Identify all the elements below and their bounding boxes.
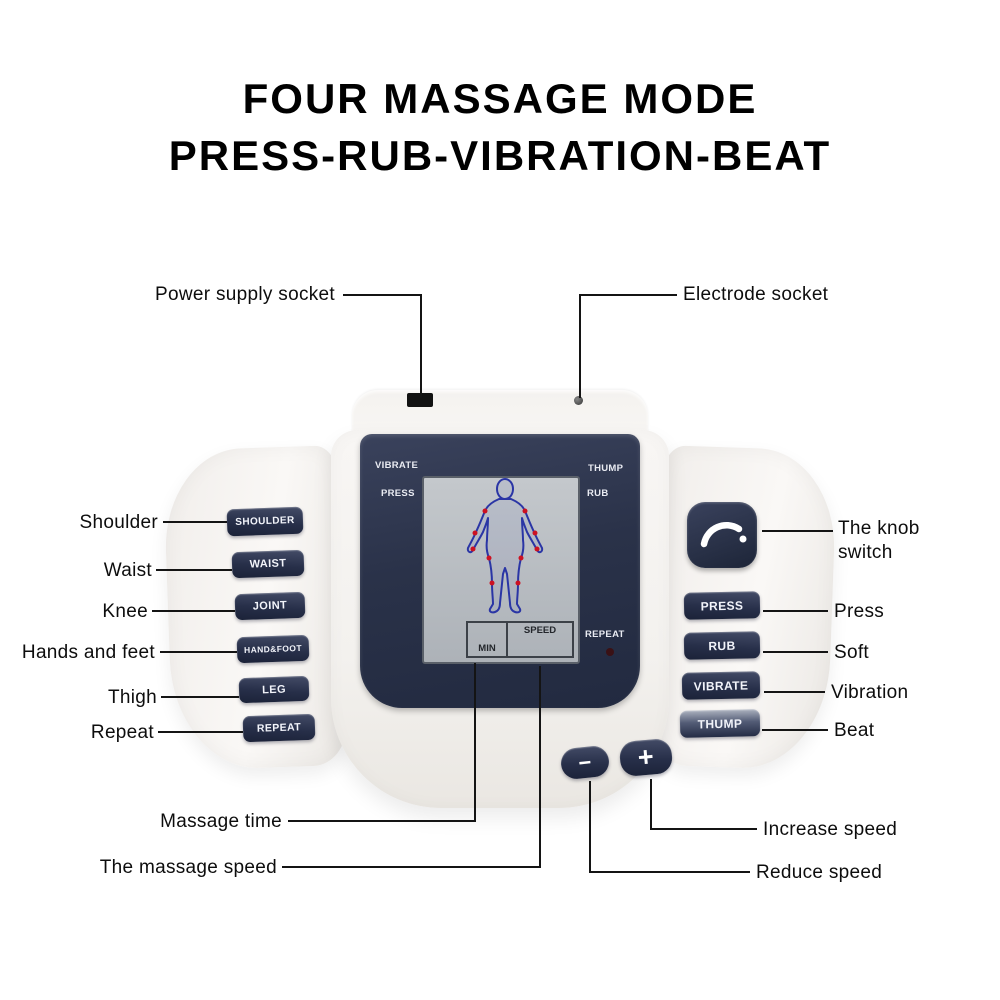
lcd-info-box: MIN SPEED bbox=[466, 621, 574, 658]
increase-speed-button: + bbox=[618, 737, 674, 778]
thump-mode-button: THUMP bbox=[679, 709, 761, 738]
knob-switch bbox=[687, 502, 757, 568]
waist-button: WAIST bbox=[231, 549, 305, 579]
hand-foot-button: HAND&FOOT bbox=[236, 634, 310, 664]
callout-press: Press bbox=[834, 601, 885, 622]
callout-shoulder: Shoulder bbox=[79, 512, 158, 533]
press-mode-button: PRESS bbox=[683, 591, 761, 620]
line-increase bbox=[650, 779, 757, 830]
callout-hands-and-feet: Hands and feet bbox=[21, 642, 155, 663]
callout-vibration: Vibration bbox=[831, 682, 909, 703]
callout-knee: Knee bbox=[102, 601, 148, 622]
vibrate-mode-button: VIBRATE bbox=[681, 671, 761, 700]
callout-reduce-speed: Reduce speed bbox=[756, 862, 883, 883]
knob-wave-icon bbox=[700, 522, 747, 548]
title-line-1: FOUR MASSAGE MODE bbox=[242, 75, 758, 122]
screen-label-rub: RUB bbox=[587, 488, 609, 499]
callout-knob-switch: The knob switch bbox=[838, 518, 920, 563]
shoulder-button: SHOULDER bbox=[226, 506, 304, 537]
repeat-button: REPEAT bbox=[242, 713, 316, 743]
callout-thigh: Thigh bbox=[107, 687, 157, 708]
callout-beat: Beat bbox=[834, 720, 875, 741]
callout-massage-time: Massage time bbox=[160, 811, 282, 832]
electrode-socket bbox=[574, 396, 583, 405]
callout-repeat: Repeat bbox=[90, 722, 154, 743]
power-supply-socket bbox=[407, 393, 433, 407]
joint-button: JOINT bbox=[234, 591, 306, 621]
screen-label-thump: THUMP bbox=[588, 463, 624, 474]
screen-label-vibrate: VIBRATE bbox=[375, 460, 419, 471]
rub-mode-button: RUB bbox=[683, 631, 761, 660]
callout-power-supply-socket: Power supply socket bbox=[155, 284, 335, 305]
screen-label-press: PRESS bbox=[381, 488, 415, 499]
lcd-min-label: MIN bbox=[468, 623, 508, 656]
line-power-supply bbox=[343, 294, 422, 398]
repeat-indicator-dot bbox=[606, 648, 614, 656]
page-title: FOUR MASSAGE MODE PRESS-RUB-VIBRATION-BE… bbox=[0, 70, 1000, 184]
line-reduce bbox=[589, 781, 750, 873]
callout-increase-speed: Increase speed bbox=[763, 819, 898, 840]
lcd-speed-label: SPEED bbox=[523, 625, 557, 636]
callout-electrode-socket: Electrode socket bbox=[683, 284, 829, 305]
callout-waist: Waist bbox=[103, 560, 152, 581]
title-line-2: PRESS-RUB-VIBRATION-BEAT bbox=[168, 132, 832, 179]
line-electrode bbox=[579, 294, 677, 398]
body-figure-graphic bbox=[466, 478, 544, 614]
lcd-display bbox=[422, 476, 580, 664]
leg-button: LEG bbox=[238, 675, 310, 704]
callout-soft: Soft bbox=[834, 642, 869, 663]
screen-label-repeat: REPEAT bbox=[585, 629, 625, 640]
callout-massage-speed: The massage speed bbox=[99, 857, 277, 878]
